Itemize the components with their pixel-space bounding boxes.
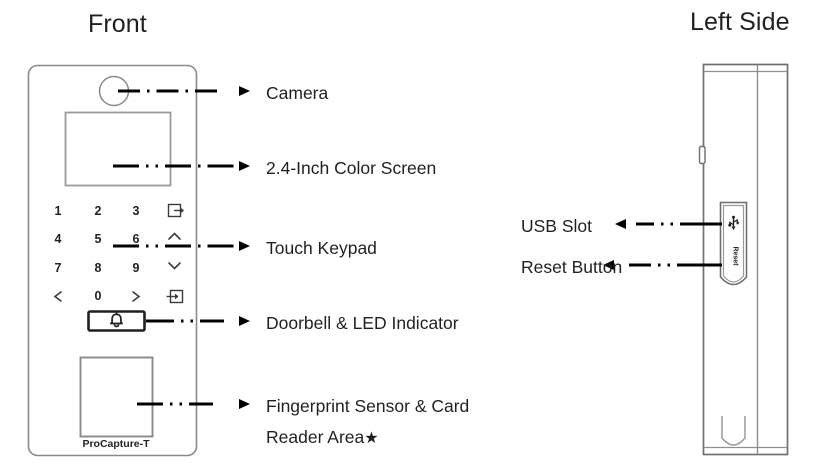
chevron-down-icon[interactable]	[168, 262, 181, 270]
callout-doorbell: Doorbell & LED Indicator	[266, 313, 459, 333]
callout-fingerprint: Fingerprint Sensor & Card Reader Area★	[266, 391, 521, 453]
enter-icon[interactable]	[166, 289, 184, 304]
side-leader-lines	[603, 219, 722, 270]
fingerprint-sensor-area[interactable]	[79, 356, 154, 438]
side-bottom-curve	[721, 416, 746, 446]
callout-fingerprint-line1: Fingerprint Sensor & Card	[266, 396, 470, 416]
usb-icon	[728, 215, 739, 230]
key-8[interactable]: 8	[95, 261, 102, 275]
key-6[interactable]: 6	[133, 232, 140, 246]
chevron-up-icon[interactable]	[168, 232, 181, 240]
front-view-title: Front	[88, 10, 147, 38]
side-device-body: Reset	[698, 63, 789, 456]
keypad-digits: 1 2 3 4 5 6 7 8 9 0	[55, 204, 140, 303]
key-right-chevron[interactable]	[132, 291, 141, 302]
key-1[interactable]: 1	[55, 204, 62, 218]
front-device-body	[27, 64, 198, 457]
exit-icon[interactable]	[167, 203, 185, 218]
callout-fingerprint-line2: Reader Area	[266, 427, 365, 447]
footnote-star-icon: ★	[364, 430, 379, 447]
key-left-chevron[interactable]	[53, 291, 62, 302]
key-5[interactable]: 5	[95, 232, 102, 246]
doorbell-button[interactable]	[87, 310, 146, 332]
callout-screen: 2.4-Inch Color Screen	[266, 158, 437, 178]
front-leader-lines	[113, 86, 250, 409]
key-3[interactable]: 3	[133, 204, 140, 218]
touch-keypad[interactable]: 1 2 3 4 5 6 7 8 9 0	[53, 203, 185, 304]
key-7[interactable]: 7	[55, 261, 62, 275]
model-label: ProCapture-T	[82, 438, 150, 450]
side-tab	[698, 145, 706, 165]
callout-camera: Camera	[266, 83, 329, 103]
bell-icon	[110, 312, 123, 328]
color-screen	[64, 111, 172, 187]
key-9[interactable]: 9	[133, 261, 140, 275]
callout-usb-slot: USB Slot	[521, 216, 592, 236]
side-view-title: Left Side	[690, 8, 790, 36]
callout-reset-button: Reset Button	[521, 257, 623, 277]
reset-panel-label: Reset	[732, 246, 739, 266]
key-0[interactable]: 0	[95, 289, 102, 303]
key-2[interactable]: 2	[95, 204, 102, 218]
key-4[interactable]: 4	[55, 232, 62, 246]
keypad-nav-keys	[53, 232, 181, 302]
callout-keypad: Touch Keypad	[266, 238, 377, 258]
